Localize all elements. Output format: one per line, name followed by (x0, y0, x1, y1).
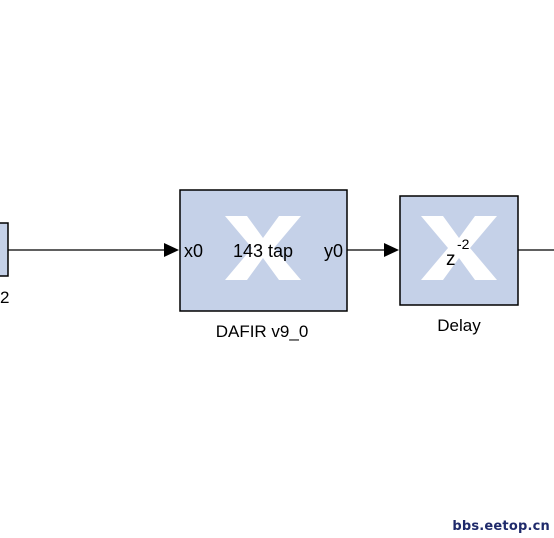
delay-caption: Delay (437, 316, 481, 335)
dafir-caption: DAFIR v9_0 (216, 322, 309, 341)
watermark: bbs.eetop.cn (452, 519, 550, 534)
dafir-tap-count: 143 tap (233, 241, 293, 261)
delay-exponent: -2 (457, 236, 470, 252)
dafir-port-in: x0 (184, 241, 203, 261)
delay-block[interactable]: z -2 (399, 195, 519, 306)
arrowhead-dafir-input (164, 243, 179, 257)
arrowhead-delay-input (384, 243, 399, 257)
delay-z-symbol: z (446, 249, 456, 270)
dafir-block[interactable]: x0 143 tap y0 (179, 189, 348, 312)
dafir-port-out: y0 (324, 241, 343, 261)
left-partial-block[interactable] (0, 222, 9, 277)
left-block-caption-fragment: 2 (0, 288, 9, 307)
